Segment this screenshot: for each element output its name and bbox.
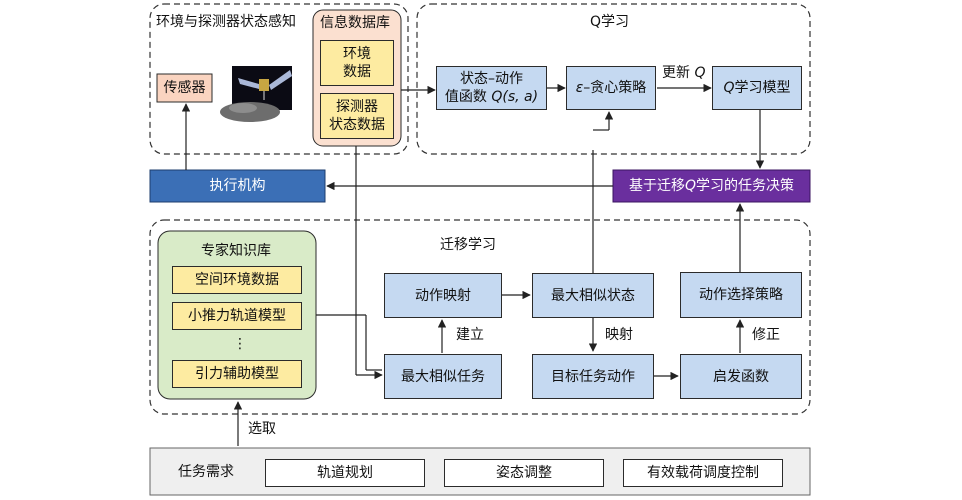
- action-selection-node: 动作选择策略: [680, 272, 802, 318]
- info-db-title: 信息数据库: [320, 15, 390, 31]
- task-item-orbit-planning: 轨道规划: [265, 459, 425, 487]
- target-task-action-node: 目标任务动作: [532, 354, 654, 399]
- region-transfer-outline: [149, 219, 811, 415]
- region-q-outline: [416, 3, 811, 155]
- ellipsis-mark: ⋮: [233, 336, 247, 352]
- region-transfer-title: 迁移学习: [440, 237, 496, 253]
- build-label: 建立: [456, 327, 484, 343]
- state-action-line2: 值函数 Q(s, a): [444, 89, 539, 105]
- task-requirement-label: 任务需求: [178, 464, 234, 480]
- region-env-title: 环境与探测器状态感知: [156, 14, 296, 30]
- region-q-title: Q学习: [590, 14, 630, 30]
- q-model-node: Q 学习模型: [712, 66, 802, 110]
- task-item-payload-control: 有效载荷调度控制: [623, 459, 783, 487]
- expert-kb-title: 专家知识库: [201, 243, 271, 259]
- env-data-line1: 环境: [343, 46, 371, 62]
- max-similar-state-node: 最大相似状态: [532, 273, 654, 318]
- epsilon-greedy-node: ε–贪心策略: [566, 66, 656, 110]
- map-label: 映射: [605, 327, 633, 343]
- gravity-assist-model-node: 引力辅助模型: [172, 360, 302, 388]
- env-data-line2: 数据: [343, 64, 371, 80]
- probe-image: [220, 66, 292, 122]
- select-label: 选取: [248, 421, 276, 437]
- env-data-node: 环境 数据: [320, 40, 394, 86]
- action-mapping-node: 动作映射: [384, 273, 502, 318]
- thrust-traj-model-node: 小推力轨道模型: [172, 302, 302, 330]
- decision-node: 基于迁移 Q 学习的任务决策: [628, 178, 795, 194]
- space-env-data-node: 空间环境数据: [172, 266, 302, 294]
- probe-data-node: 探测器 状态数据: [320, 93, 394, 139]
- state-action-line1: 状态–动作: [460, 71, 523, 87]
- state-action-node: 状态–动作 值函数 Q(s, a): [436, 66, 547, 110]
- probe-data-line2: 状态数据: [329, 117, 385, 133]
- sensor-box: [156, 73, 213, 103]
- correct-label: 修正: [752, 327, 780, 343]
- heuristic-function-node: 启发函数: [680, 354, 802, 399]
- task-item-attitude-adjust: 姿态调整: [444, 459, 604, 487]
- region-env-outline: [149, 3, 409, 155]
- decision-box: [612, 169, 811, 203]
- update-q-label: 更新 Q: [662, 65, 706, 81]
- max-similar-task-node: 最大相似任务: [384, 354, 502, 399]
- actuator-box: [149, 169, 326, 203]
- sensor-node: 传感器: [163, 80, 206, 96]
- actuator-node: 执行机构: [209, 178, 266, 194]
- probe-data-line1: 探测器: [336, 99, 378, 115]
